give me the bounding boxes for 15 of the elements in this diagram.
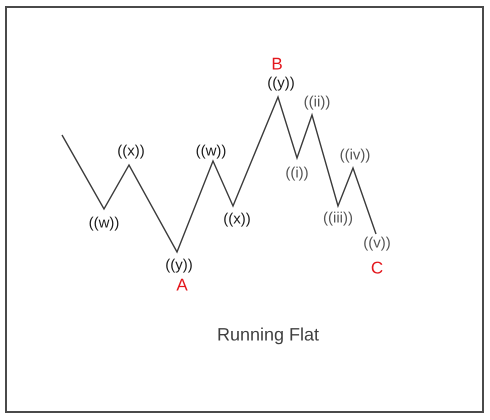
wave-label: ((x)) [223, 210, 251, 228]
wave-label: ((ii)) [304, 94, 330, 110]
wave-label: ((i)) [285, 164, 309, 182]
wave-label: ((iii)) [323, 210, 353, 226]
wave-letter: A [176, 276, 188, 294]
wave-label: ((x)) [117, 142, 145, 160]
wave-label: ((v)) [363, 234, 391, 252]
wave-letter: B [271, 56, 283, 72]
wave-label: ((w)) [196, 142, 226, 160]
wave-letter: C [370, 260, 384, 276]
wave-label: ((y)) [267, 74, 295, 92]
wave-label: ((y)) [165, 256, 193, 274]
wave-label: ((w)) [88, 214, 120, 232]
caption: Running Flat [216, 324, 320, 346]
wave-label: ((iv)) [340, 146, 370, 164]
